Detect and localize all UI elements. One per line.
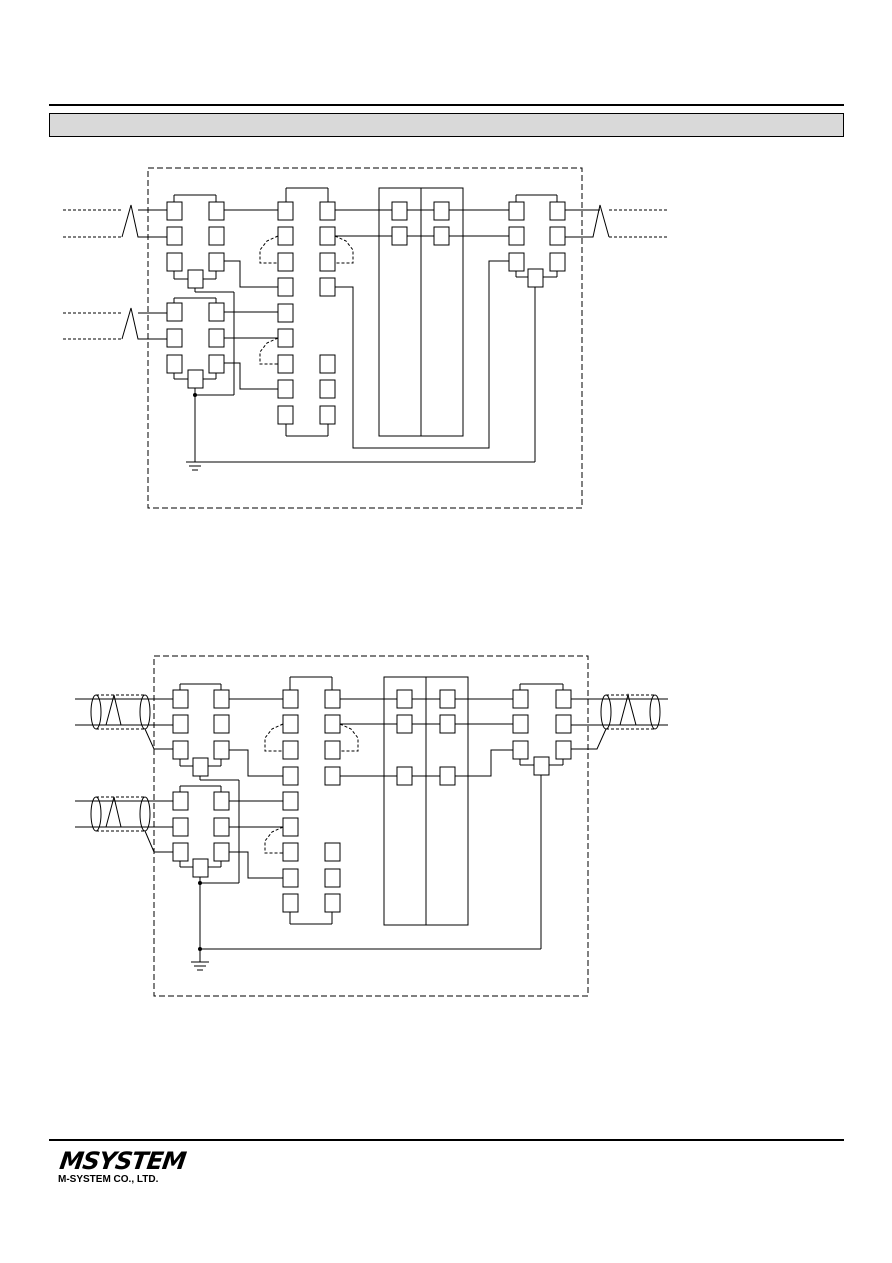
terminal-block-left-lower — [166, 297, 225, 389]
diagram-2 — [75, 655, 668, 997]
twisted-pair-cable-icon — [75, 796, 173, 853]
header-rule — [49, 104, 844, 106]
enclosure-1 — [147, 167, 583, 509]
pulse-icon — [63, 307, 148, 340]
ground-icon — [191, 961, 209, 971]
enclosure-2 — [153, 655, 589, 997]
company-name: M-SYSTEM CO., LTD. — [58, 1174, 159, 1185]
logo-mark: MSYSTEM — [57, 1147, 188, 1175]
ground-icon — [186, 461, 204, 471]
terminal-block-right — [508, 194, 566, 462]
twisted-pair-cable-icon — [75, 694, 173, 750]
terminal-block-right — [512, 683, 572, 949]
footer-rule — [49, 1139, 844, 1141]
terminal-block-center — [277, 187, 336, 437]
terminal-block-left-upper — [172, 683, 230, 777]
terminal-block-left-upper — [166, 194, 225, 289]
pulse-icon — [582, 204, 668, 238]
terminal-block-center — [282, 676, 341, 925]
pulse-icon — [63, 204, 148, 238]
diagram-1 — [63, 167, 668, 509]
company-logo: MSYSTEM M-SYSTEM CO., LTD. — [58, 1147, 188, 1186]
twisted-pair-cable-icon — [570, 693, 668, 750]
terminal-block-left-lower — [172, 785, 230, 878]
section-heading-bar — [49, 113, 844, 137]
